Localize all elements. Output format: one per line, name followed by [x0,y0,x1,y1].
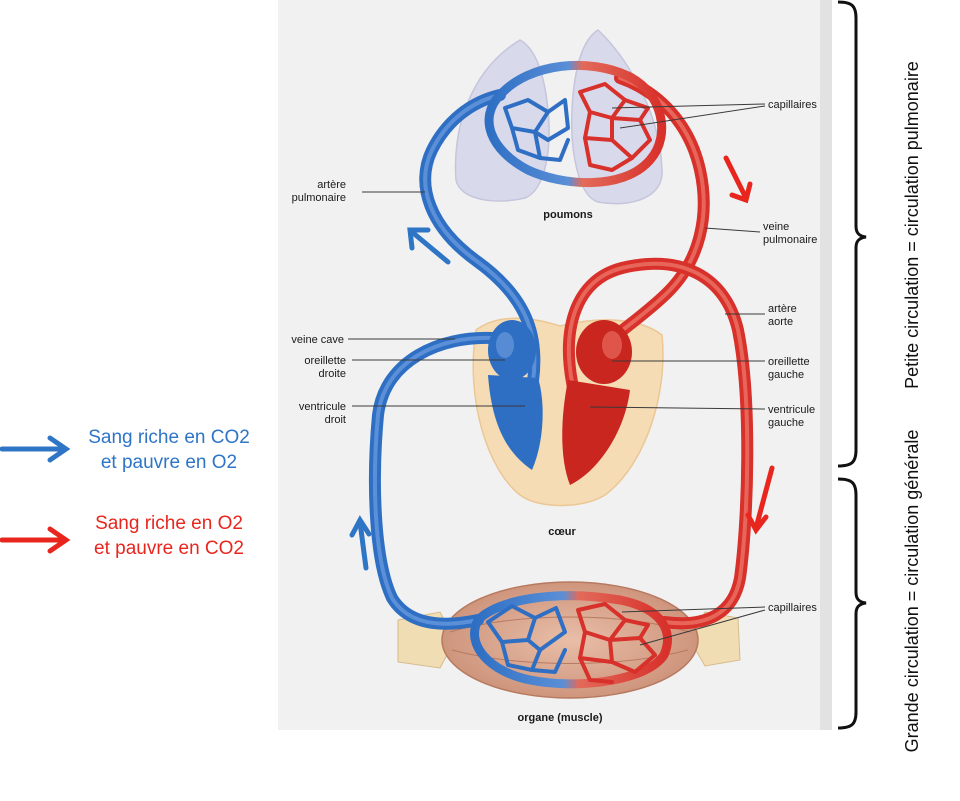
flow-arrow-aorta [745,465,775,535]
bracket-label-grande: Grande circulation = circulation général… [902,429,922,753]
left-heart [562,320,632,485]
muscle-capillaries [470,591,672,689]
leader-lines [348,103,766,646]
page-edge [820,0,832,730]
label-organe: organe (muscle) [518,712,603,724]
flow-arrow-vena-cava [349,515,372,571]
legend-red-text: Sang riche en O2 et pauvre en CO2 [94,513,244,559]
legend-red-arrow [0,526,71,554]
bracket-label-petite: Petite circulation = circulation pulmona… [902,61,922,389]
bracket-grande-circulation [837,477,867,730]
label-veine-cave: veine cave [291,334,344,346]
label-capillaires-bottom: capillaires [768,602,817,614]
label-capillaires-top: capillaires [768,99,817,111]
flow-arrow-pulmonary-vein [723,155,753,204]
label-coeur: cœur [548,526,576,538]
right-heart [488,320,543,470]
bracket-petite-circulation [837,0,867,468]
legend-blue-arrow [0,435,71,463]
label-poumons: poumons [543,209,593,221]
flow-arrow-pulmonary-artery [407,227,451,265]
lung-capillaries [484,60,667,188]
legend-blue-text: Sang riche en CO2 et pauvre en O2 [88,427,250,473]
